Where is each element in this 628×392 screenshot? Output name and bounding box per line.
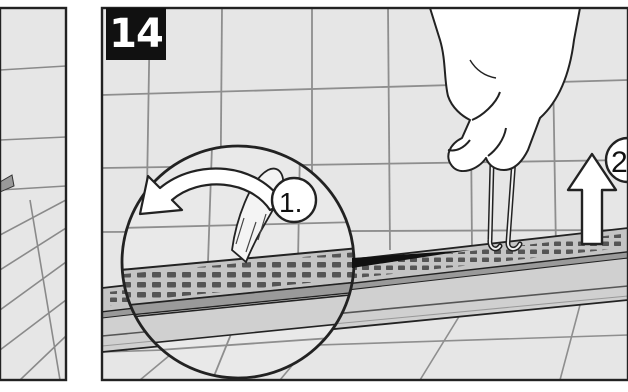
callout-1: 1. bbox=[272, 178, 316, 222]
callout-1-label: 1. bbox=[279, 187, 302, 218]
previous-step-panel bbox=[0, 8, 66, 380]
callout-2-label: 2 bbox=[611, 146, 628, 179]
step-number-badge: 14 bbox=[106, 8, 166, 60]
